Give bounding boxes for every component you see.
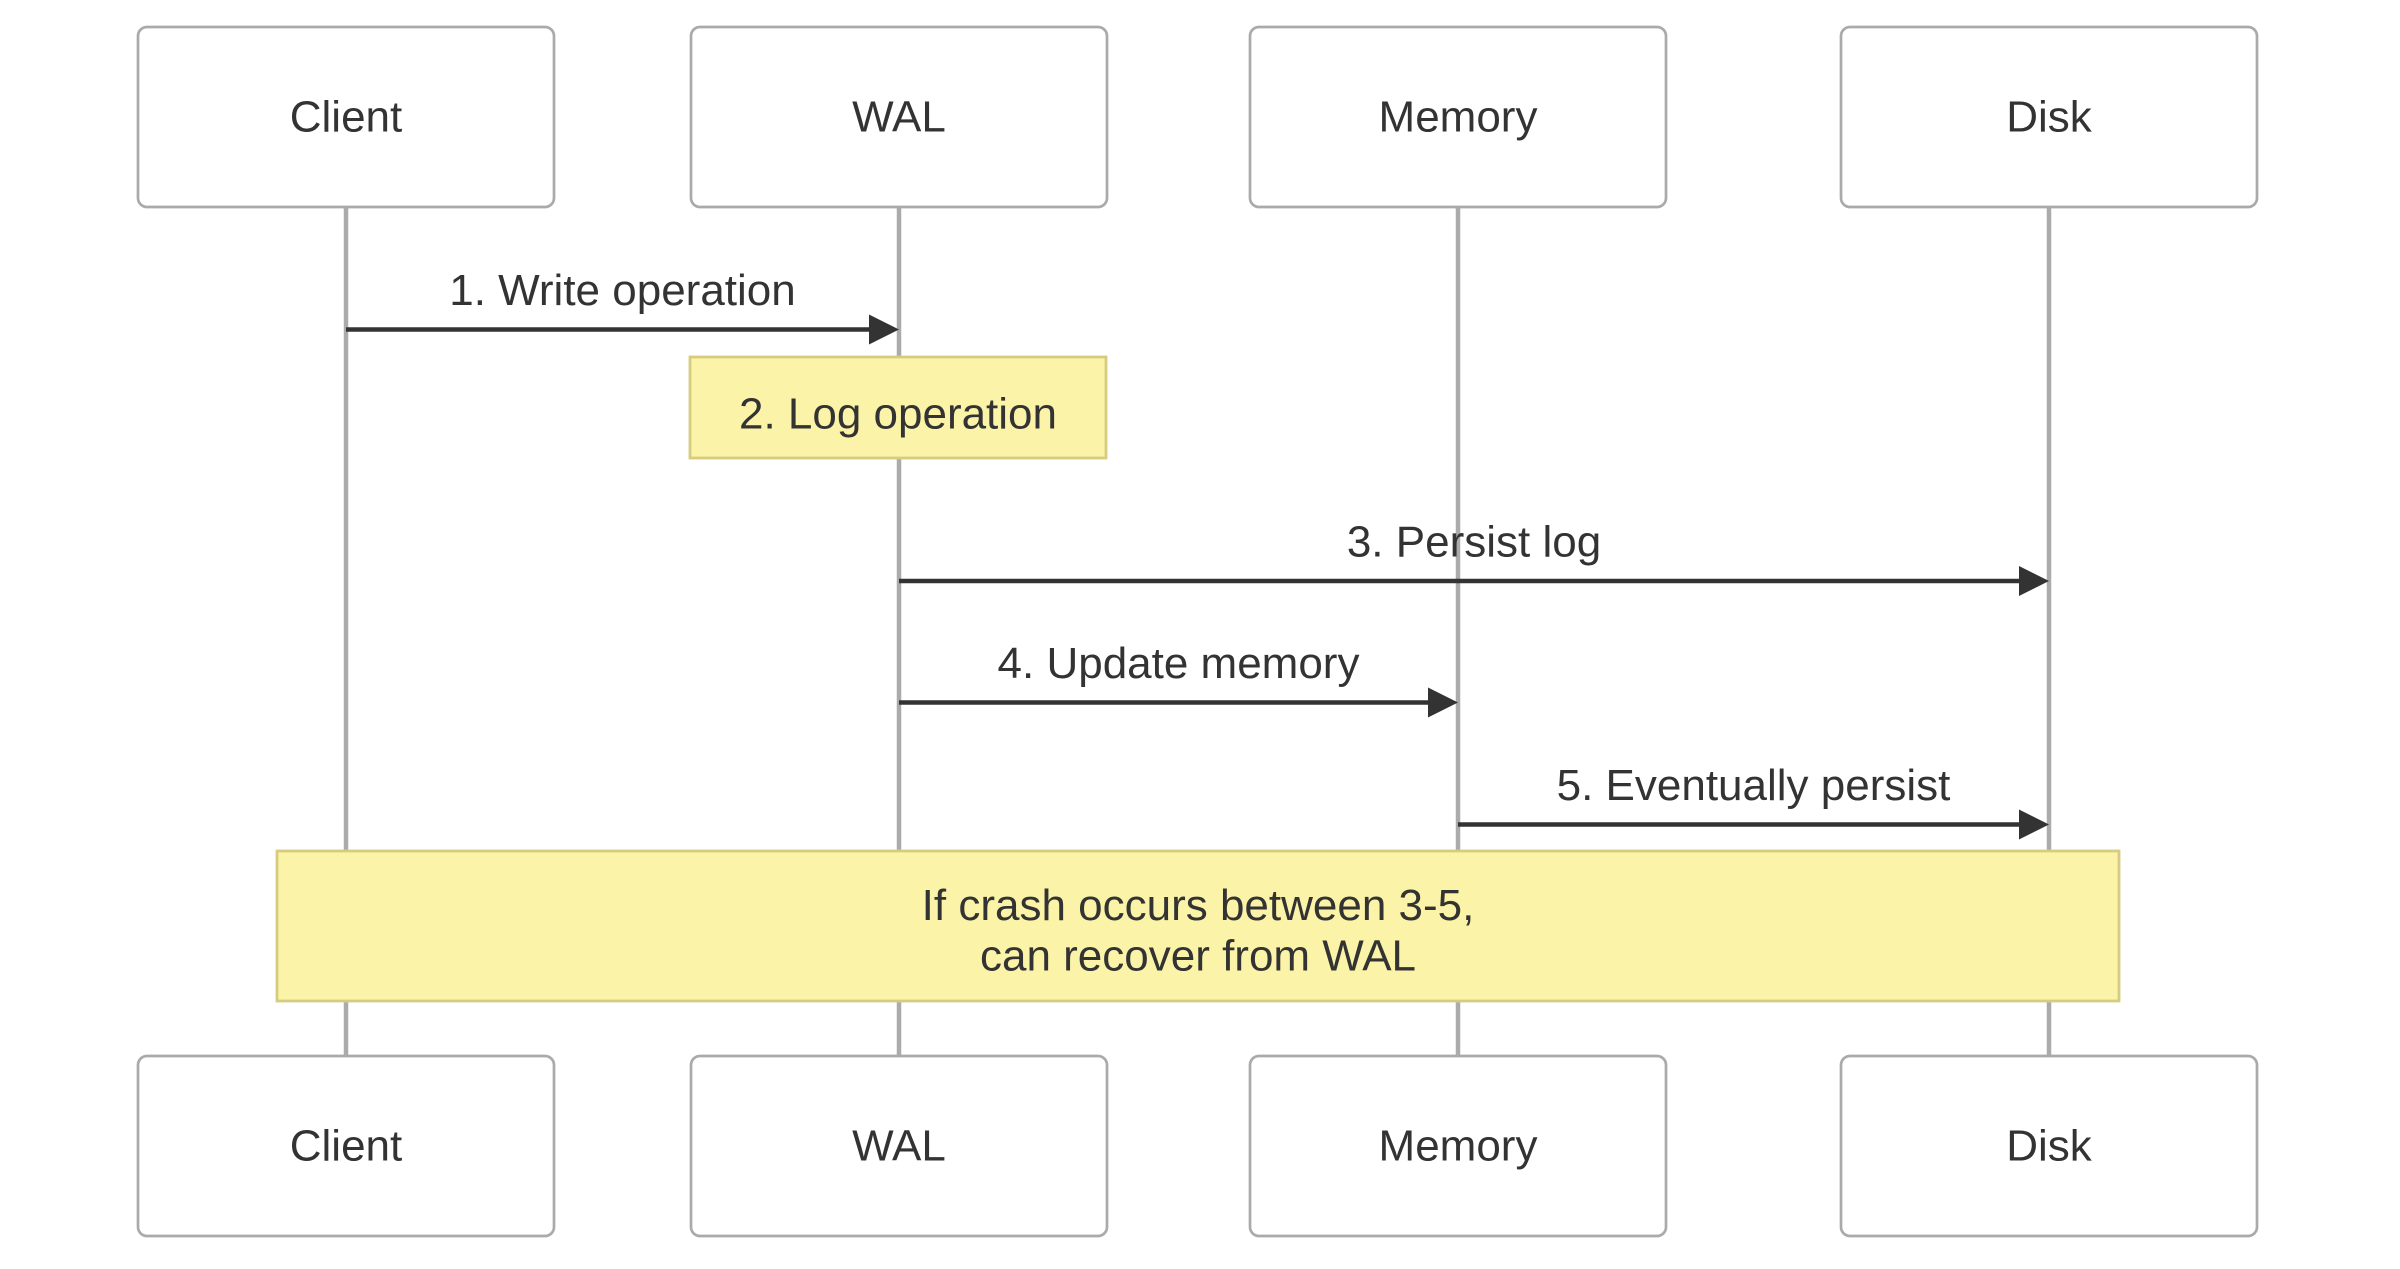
actor-top-client-box [136, 25, 556, 209]
message-5-arrowhead-icon [2019, 809, 2049, 840]
actor-bottom-memory-box [1248, 1054, 1668, 1238]
actor-top-disk-box [1839, 25, 2259, 209]
message-4-update-memory: 4. Update memory [899, 639, 1458, 718]
note-crash-recovery-line2: can recover from WAL [980, 932, 1416, 981]
message-3-arrowhead-icon [2019, 566, 2049, 596]
actor-bottom-client-box [136, 1054, 556, 1238]
message-1-arrowhead-icon [869, 314, 899, 345]
message-1-write-operation: 1. Write operation [346, 266, 899, 345]
actor-bottom-disk-label: Disk [2006, 1122, 2093, 1171]
note-crash-recovery-box [275, 849, 2121, 1003]
note-crash-recovery: If crash occurs between 3-5, can recover… [275, 849, 2121, 1003]
actor-top-disk-label: Disk [2006, 93, 2093, 142]
actor-bottom-memory-label: Memory [1379, 1122, 1538, 1171]
note-log-operation-label: 2. Log operation [739, 390, 1057, 439]
actor-bottom-disk: Disk [1839, 1054, 2259, 1238]
note-log-operation: 2. Log operation [688, 355, 1108, 460]
note-crash-recovery-line1: If crash occurs between 3-5, [922, 881, 1475, 930]
actor-bottom-wal-label: WAL [852, 1122, 946, 1171]
actor-bottom-client-label: Client [290, 1122, 403, 1171]
actor-top-client: Client [136, 25, 556, 209]
message-3-label: 3. Persist log [1347, 518, 1601, 567]
actor-bottom-client: Client [136, 1054, 556, 1238]
actor-top-wal-box [689, 25, 1109, 209]
actor-top-memory-label: Memory [1379, 93, 1538, 142]
message-4-arrowhead-icon [1428, 687, 1458, 718]
messages: 1. Write operation 3. Persist log 4. Upd… [346, 266, 2049, 840]
actor-bottom-wal-box [689, 1054, 1109, 1238]
note-log-operation-box [688, 355, 1108, 460]
actor-bottom-memory: Memory [1248, 1054, 1668, 1238]
actor-top-client-label: Client [290, 93, 403, 142]
actor-top-disk: Disk [1839, 25, 2259, 209]
actor-bottom-wal: WAL [689, 1054, 1109, 1238]
notes: 2. Log operation If crash occurs between… [275, 355, 2121, 1003]
message-4-label: 4. Update memory [998, 639, 1360, 688]
message-1-label: 1. Write operation [449, 266, 795, 315]
message-5-label: 5. Eventually persist [1557, 761, 1951, 810]
message-3-persist-log: 3. Persist log [899, 518, 2049, 596]
actor-top-memory-box [1248, 25, 1668, 209]
actor-bottom-disk-box [1839, 1054, 2259, 1238]
actor-top-wal-label: WAL [852, 93, 946, 142]
actor-top-memory: Memory [1248, 25, 1668, 209]
actors-bottom: Client WAL Memory Disk [136, 1054, 2259, 1238]
actors-top: Client WAL Memory Disk [136, 25, 2259, 209]
message-5-eventually-persist: 5. Eventually persist [1458, 761, 2049, 840]
actor-top-wal: WAL [689, 25, 1109, 209]
